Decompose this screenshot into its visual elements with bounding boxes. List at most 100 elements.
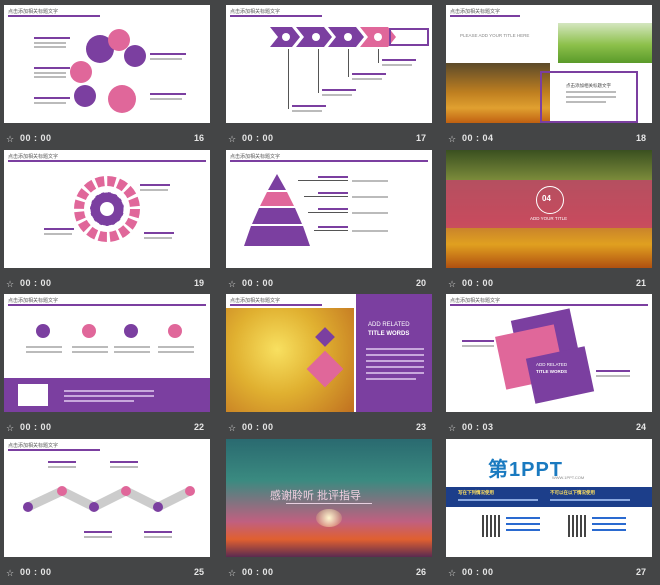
slide-thumbnail-23[interactable]: 点击添加相关标题文字 ADD RELATED TITLE WORDS ☆ 00 … bbox=[226, 294, 432, 438]
slide-number: 25 bbox=[193, 567, 204, 577]
slide-thumbnail-22[interactable]: 点击添加相关标题文字 ☆ 00 : 00 22 bbox=[4, 294, 210, 438]
slide-number: 17 bbox=[415, 133, 426, 143]
text-line bbox=[150, 58, 182, 60]
text-line bbox=[366, 378, 416, 380]
text-line bbox=[34, 97, 70, 99]
slide-timing: 00 : 00 bbox=[242, 422, 274, 432]
slide-info-bar: ☆ 00 : 00 16 bbox=[4, 129, 210, 149]
slide-thumbnail-27[interactable]: 第1PPT WWW.1PPT.COM 写在下列情况使用 不可以在以下情况使用 ☆… bbox=[446, 439, 652, 583]
star-icon[interactable]: ☆ bbox=[228, 568, 237, 578]
slide-thumbnail-20[interactable]: 点击添加相关标题文字 ☆ 00 : 00 20 bbox=[226, 150, 432, 294]
text-line bbox=[48, 461, 76, 463]
slide-number: 16 bbox=[193, 133, 204, 143]
text-line bbox=[110, 461, 138, 463]
bulb-icon bbox=[36, 324, 50, 338]
star-icon[interactable]: ☆ bbox=[228, 423, 237, 433]
leader-line bbox=[318, 49, 319, 93]
text-line bbox=[150, 53, 186, 55]
caption-title: 点击添加相关标题文字 bbox=[566, 83, 611, 88]
segmented-ring-chart bbox=[74, 176, 140, 242]
purple-circle bbox=[124, 45, 146, 67]
link-line bbox=[592, 529, 626, 531]
section-number: 04 bbox=[542, 194, 551, 203]
star-icon[interactable]: ☆ bbox=[448, 279, 457, 289]
text-line bbox=[158, 351, 194, 353]
star-icon[interactable]: ☆ bbox=[228, 134, 237, 144]
text-line bbox=[318, 208, 348, 210]
star-icon[interactable]: ☆ bbox=[228, 279, 237, 289]
star-icon[interactable]: ☆ bbox=[6, 279, 15, 289]
pink-circle bbox=[108, 29, 130, 51]
header-rule bbox=[230, 15, 322, 17]
text-line bbox=[352, 78, 382, 80]
text-line bbox=[292, 105, 326, 107]
link-line bbox=[506, 529, 540, 531]
slide-timing: 00 : 00 bbox=[242, 567, 274, 577]
text-line bbox=[64, 400, 134, 402]
slide-info-bar: ☆ 00 : 00 25 bbox=[4, 563, 210, 583]
star-icon[interactable]: ☆ bbox=[6, 134, 15, 144]
star-icon[interactable]: ☆ bbox=[448, 568, 457, 578]
slide-thumbnail-18[interactable]: 点击添加相关标题文字 PLEASE ADD YOUR TITLE HERE 点击… bbox=[446, 5, 652, 149]
flame-icon bbox=[82, 324, 96, 338]
link-line bbox=[592, 517, 626, 519]
text-line bbox=[34, 67, 70, 69]
text-line bbox=[158, 346, 194, 348]
text-line bbox=[34, 42, 66, 44]
text-line bbox=[286, 503, 372, 504]
slide-number: 26 bbox=[415, 567, 426, 577]
link-line bbox=[506, 517, 540, 519]
slide-preview: 点击添加相关标题文字 bbox=[226, 5, 432, 123]
text-line bbox=[366, 348, 424, 350]
star-icon[interactable]: ☆ bbox=[6, 423, 15, 433]
trophy-icon bbox=[168, 324, 182, 338]
slide-header: 点击添加相关标题文字 bbox=[8, 9, 59, 15]
text-line bbox=[352, 230, 388, 232]
slide-thumbnail-25[interactable]: 点击添加相关标题文字 ☆ 00 : 00 25 bbox=[4, 439, 210, 583]
header-rule bbox=[230, 304, 322, 306]
text-line bbox=[366, 354, 424, 356]
text-line bbox=[318, 176, 348, 178]
text-line bbox=[566, 96, 616, 98]
slide-timing: 00 : 04 bbox=[462, 133, 494, 143]
text-line bbox=[34, 102, 66, 104]
text-line bbox=[26, 346, 62, 348]
text-line bbox=[150, 98, 182, 100]
slide-thumbnail-17[interactable]: 点击添加相关标题文字 ☆ 00 : 00 17 bbox=[226, 5, 432, 149]
slide-info-bar: ☆ 00 : 00 26 bbox=[226, 563, 432, 583]
text-line bbox=[144, 536, 172, 538]
slide-header: 点击添加相关标题文字 bbox=[450, 298, 501, 304]
slide-header: 点击添加相关标题文字 bbox=[230, 9, 281, 15]
text-line bbox=[140, 184, 170, 186]
forest-photo bbox=[446, 63, 550, 123]
text-line bbox=[144, 232, 174, 234]
slide-number: 27 bbox=[635, 567, 646, 577]
slide-preview: 感谢聆听 批评指导 bbox=[226, 439, 432, 557]
slide-preview: 04 ADD YOUR TITLE bbox=[446, 150, 652, 268]
idea-icon bbox=[124, 324, 138, 338]
text-line bbox=[110, 466, 138, 468]
slide-thumbnail-26[interactable]: 感谢聆听 批评指导 ☆ 00 : 00 26 bbox=[226, 439, 432, 583]
text-line bbox=[352, 73, 386, 75]
text-line bbox=[144, 531, 172, 533]
slide-info-bar: ☆ 00 : 00 22 bbox=[4, 418, 210, 438]
slide-thumbnail-19[interactable]: 点击添加相关标题文字 ☆ 00 : 00 19 bbox=[4, 150, 210, 294]
slide-thumbnail-16[interactable]: 点击添加相关标题文字 ☆ 00 : 00 16 bbox=[4, 5, 210, 149]
text-line bbox=[292, 110, 322, 112]
text-line bbox=[382, 64, 412, 66]
brand-logo: 第1PPT bbox=[488, 459, 564, 481]
pyramid-graphic bbox=[244, 174, 310, 246]
star-icon[interactable]: ☆ bbox=[448, 423, 457, 433]
qr-code bbox=[482, 515, 502, 537]
slide-timing: 00 : 00 bbox=[20, 567, 52, 577]
text-line bbox=[566, 91, 616, 93]
slide-thumbnail-21[interactable]: 04 ADD YOUR TITLE ☆ 00 : 00 21 bbox=[446, 150, 652, 294]
arrow-banner bbox=[270, 27, 429, 47]
leader-line bbox=[348, 49, 349, 77]
star-icon[interactable]: ☆ bbox=[6, 568, 15, 578]
text-line bbox=[34, 37, 70, 39]
star-icon[interactable]: ☆ bbox=[448, 134, 457, 144]
slide-thumbnail-24[interactable]: 点击添加相关标题文字 ADD RELATED TITLE WORDS ☆ 00 … bbox=[446, 294, 652, 438]
text-line bbox=[366, 366, 424, 368]
slide-number: 19 bbox=[193, 278, 204, 288]
